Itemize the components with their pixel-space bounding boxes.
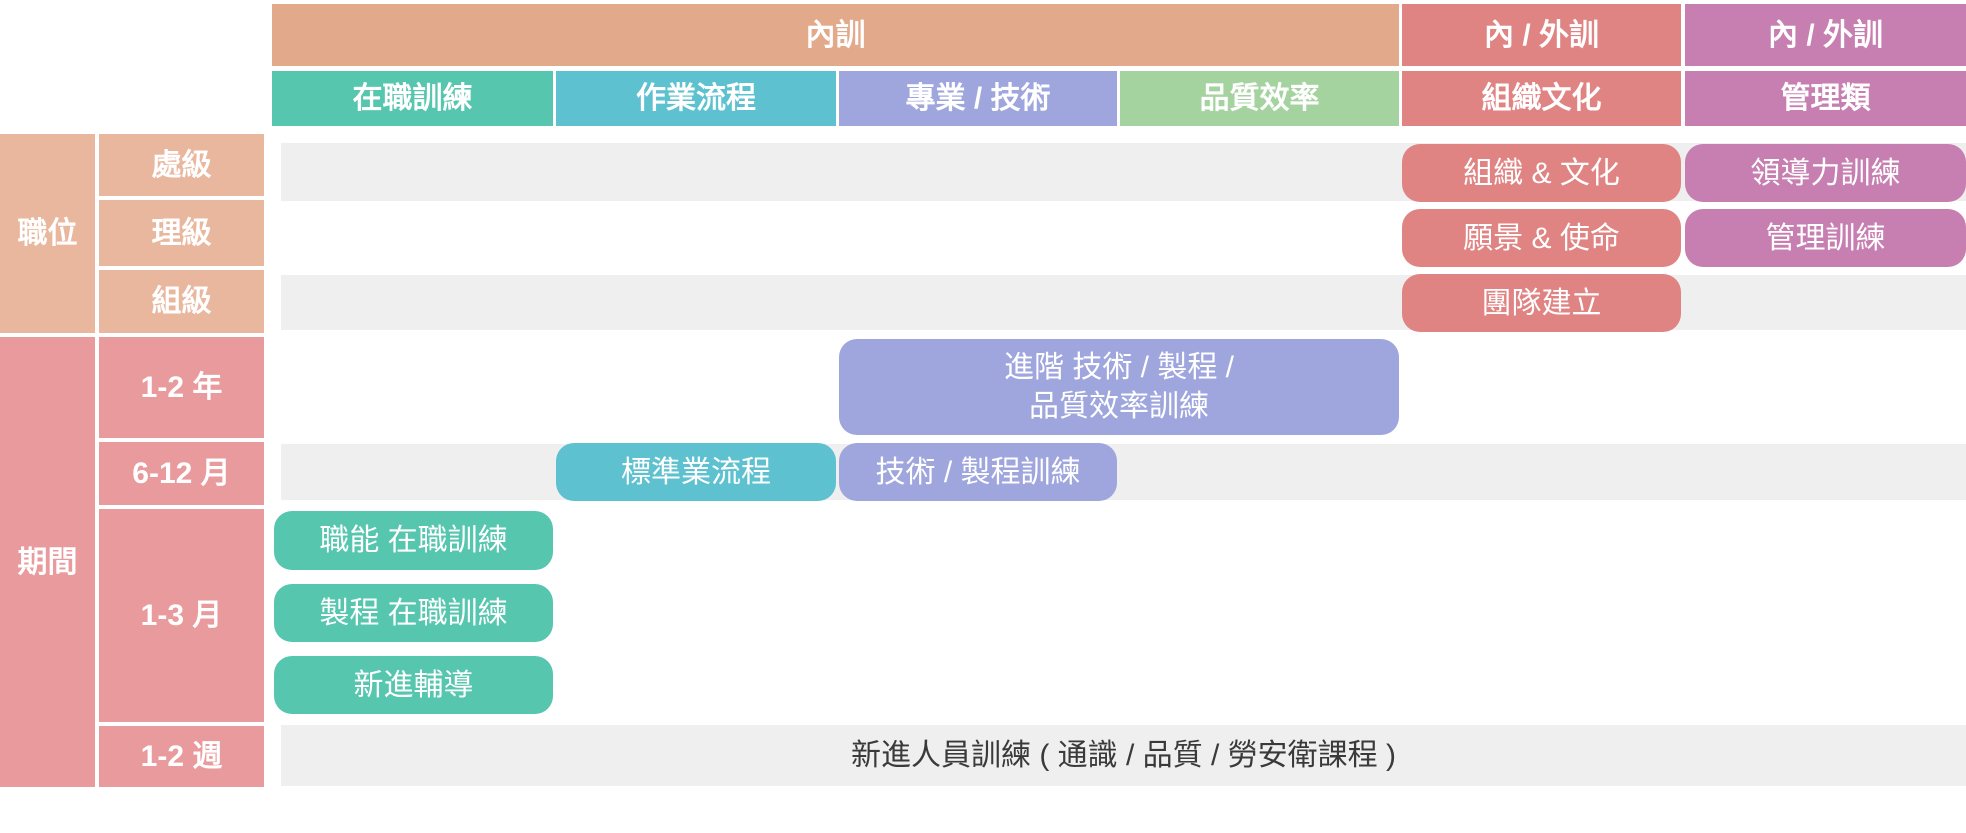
category-org-culture: 組織文化 <box>1402 71 1681 126</box>
course-vision-mission: 願景 & 使命 <box>1402 209 1681 267</box>
new-hire-general-training: 新進人員訓練 ( 通識 / 品質 / 勞安衛課程 ) <box>281 725 1966 786</box>
course-team-building: 團隊建立 <box>1402 274 1681 332</box>
category-work-process: 作業流程 <box>556 71 836 126</box>
position-level-director: 處級 <box>99 134 264 196</box>
band-team-row <box>281 275 1966 330</box>
period-1-2-years: 1-2 年 <box>99 337 264 438</box>
category-professional-technical: 專業 / 技術 <box>839 71 1117 126</box>
course-standard-process: 標準業流程 <box>556 443 836 501</box>
band-6-12-months-row <box>281 444 1966 500</box>
position-group-label: 職位 <box>0 134 95 333</box>
course-advanced-technical-line1: 進階 技術 / 製程 / <box>1003 351 1234 384</box>
category-on-job-training: 在職訓練 <box>272 71 553 126</box>
course-functional-ojt: 職能 在職訓練 <box>274 511 553 570</box>
position-level-manager: 理級 <box>99 200 264 266</box>
course-new-hire-mentoring: 新進輔導 <box>274 656 553 714</box>
position-level-team: 組級 <box>99 270 264 333</box>
course-leadership: 領導力訓練 <box>1685 144 1966 202</box>
course-process-ojt: 製程 在職訓練 <box>274 584 553 642</box>
course-advanced-technical-line2: 品質效率訓練 <box>1029 390 1209 423</box>
period-1-3-months: 1-3 月 <box>99 509 264 722</box>
course-technical-process: 技術 / 製程訓練 <box>839 443 1117 501</box>
course-advanced-technical: 進階 技術 / 製程 / 品質效率訓練 <box>839 339 1399 435</box>
category-management: 管理類 <box>1685 71 1966 126</box>
period-1-2-weeks: 1-2 週 <box>99 726 264 787</box>
header-inout-training-org: 內 / 外訓 <box>1402 4 1681 66</box>
header-inout-training-mgmt: 內 / 外訓 <box>1685 4 1966 66</box>
header-internal-training: 內訓 <box>272 4 1399 66</box>
category-quality-efficiency: 品質效率 <box>1120 71 1399 126</box>
course-org-culture: 組織 & 文化 <box>1402 144 1681 202</box>
course-management: 管理訓練 <box>1685 209 1966 267</box>
period-group-label: 期間 <box>0 337 95 787</box>
period-6-12-months: 6-12 月 <box>99 442 264 505</box>
